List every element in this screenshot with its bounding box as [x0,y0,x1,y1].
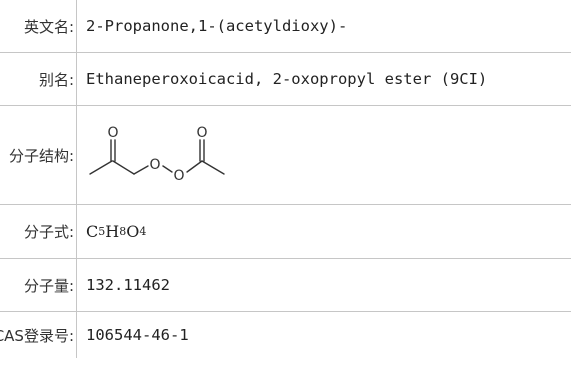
row-cas-number: CAS登录号: 106544-46-1 [0,312,571,365]
alias-value: Ethaneperoxoicacid, 2-oxopropyl ester (9… [86,70,488,88]
atom-ether-oxygen: O [149,157,160,173]
english-name-label: 英文名: [0,0,77,52]
english-name-value: 2-Propanone,1-(acetyldioxy)- [86,17,348,35]
row-alias: 别名: Ethaneperoxoicacid, 2-oxopropyl este… [0,53,571,106]
row-structure: 分子结构: [0,106,571,205]
cas-number-value: 106544-46-1 [86,326,189,344]
bond-carbonyl-ch2 [112,159,135,175]
atom-acyl-oxygen: O [196,125,207,141]
bond-methyl-carbonyl [89,159,113,175]
alias-label: 别名: [0,53,77,105]
bond-peroxide [162,164,173,173]
formula-carbon: C [86,222,99,241]
structure-label: 分子结构: [0,106,77,204]
formula-hydrogen-count: 8 [119,225,127,238]
structure-diagram: O O O O [89,125,225,184]
atom-peroxy-oxygen: O [173,168,184,184]
row-molecular-weight: 分子量: 132.11462 [0,259,571,312]
bond-oxygen-acyl [186,159,203,173]
formula-carbon-count: 5 [98,225,106,238]
formula-oxygen: O [126,222,140,241]
row-english-name: 英文名: 2-Propanone,1-(acetyldioxy)- [0,0,571,53]
molecular-structure: O O O O [84,106,264,204]
bond-ch2-oxygen [133,164,149,175]
cas-number-label: CAS登录号: [0,312,77,358]
formula-oxygen-count: 4 [139,225,147,238]
formula-label: 分子式: [0,205,77,258]
formula-hydrogen: H [105,222,120,241]
bond-acyl-methyl [201,159,225,175]
molecular-weight-label: 分子量: [0,259,77,311]
molecular-weight-value: 132.11462 [86,276,170,294]
atom-ketone-oxygen: O [107,125,118,141]
